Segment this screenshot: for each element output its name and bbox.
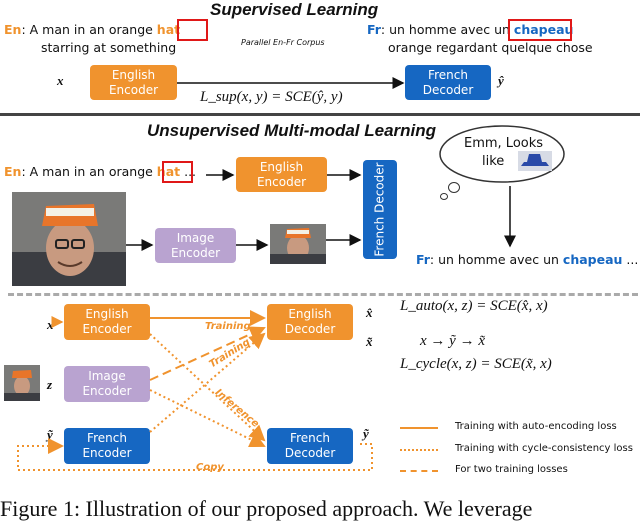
- arrow-img-to-engdec: [149, 326, 266, 381]
- unsup-enc-line2: Encoder: [256, 174, 307, 189]
- hat-picture: [518, 151, 552, 171]
- label-copy: Copy: [196, 462, 224, 473]
- unsup-dec-label: French Decoder: [372, 162, 387, 257]
- unsup-enc-line1: English: [259, 159, 304, 174]
- fr-chapeau-word: chapeau: [513, 22, 574, 37]
- supervised-en-sentence: En: A man in an orange hat: [4, 22, 180, 37]
- b-fr-dec-line2: Decoder: [284, 446, 336, 460]
- label-training-2: Training: [207, 336, 253, 371]
- fr-sentence-text: : un homme avec un: [380, 22, 514, 37]
- section-divider-1: [0, 113, 640, 116]
- en-hat-word: hat: [156, 22, 181, 37]
- en-label: En: [4, 22, 22, 37]
- loss-cycle: L_cycle(x, z) = SCE(x̃, x): [400, 356, 552, 372]
- en-sentence-text: : A man in an orange: [21, 22, 157, 37]
- section-divider-2: [8, 293, 638, 296]
- cycle-chain: x → ỹ → x̃: [420, 333, 485, 349]
- figure-caption: Figure 1: Illustration of our proposed a…: [0, 496, 533, 521]
- label-training-1: Training: [205, 321, 251, 332]
- legend-auto-encoding: Training with auto-encoding loss: [455, 421, 617, 432]
- loss-auto: L_auto(x, z) = SCE(x̂, x): [400, 298, 548, 314]
- supervised-title: Supervised Learning: [210, 0, 379, 19]
- b-eng-enc-line2: Encoder: [82, 322, 132, 336]
- unsup-en-text: : A man in an orange: [21, 164, 157, 179]
- b-eng-dec-line2: Decoder: [284, 322, 336, 336]
- hat-highlight-box: [177, 19, 208, 41]
- legend-dashed-line: [400, 470, 438, 472]
- supervised-fr-sentence: Fr: un homme avec un chapeau: [367, 22, 573, 37]
- legend-both: For two training losses: [455, 464, 568, 475]
- thought-line1: Emm, Looks: [464, 136, 544, 151]
- unsup-fr-sentence: Fr: un homme avec un chapeau ...: [416, 252, 638, 267]
- unsup-fr-ellipsis: ...: [622, 252, 639, 267]
- bottom-man-photo: [4, 365, 40, 401]
- legend-cycle: Training with cycle-consistency loss: [455, 443, 633, 454]
- unsup-fr-label: Fr: [416, 252, 430, 267]
- unsupervised-title: Unsupervised Multi-modal Learning: [147, 121, 437, 140]
- unsup-hat-highlight-box: [162, 161, 193, 183]
- man-photo: [12, 192, 126, 286]
- fr-label: Fr: [367, 22, 381, 37]
- b-eng-dec-line1: English: [288, 307, 332, 321]
- b-fr-enc-line2: Encoder: [82, 446, 132, 460]
- unsup-french-decoder: French Decoder: [363, 160, 397, 259]
- bottom-y-var: ỹ: [47, 427, 53, 442]
- b-img-enc-line1: Image: [88, 369, 126, 383]
- thought-bubble-dot-1: [448, 182, 460, 193]
- unsup-img-enc-line2: Encoder: [170, 245, 221, 260]
- thought-text: Emm, Looks like: [464, 135, 543, 171]
- encoder-line1: English: [111, 67, 156, 82]
- supervised-fr-line2: orange regardant quelque chose: [388, 40, 593, 55]
- thought-bubble-dot-2: [440, 193, 448, 200]
- decoder-line2: Decoder: [422, 82, 474, 97]
- unsup-img-enc-line1: Image: [176, 230, 215, 245]
- supervised-en-line2: starring at something: [41, 40, 177, 55]
- b-eng-enc-line1: English: [85, 307, 129, 321]
- bottom-ytilde-out: ỹ: [363, 426, 369, 441]
- b-fr-enc-line1: French: [87, 431, 127, 445]
- bottom-x-var: x: [47, 317, 54, 332]
- unsup-fr-text: : un homme avec un: [429, 252, 563, 267]
- legend-solid-line: [400, 427, 438, 429]
- bottom-xtilde-var: x̃: [366, 334, 373, 349]
- bottom-z-var: z: [47, 377, 53, 392]
- sup-x-var: x: [57, 73, 64, 88]
- encoder-line2: Encoder: [108, 82, 159, 97]
- decoder-line1: French: [428, 67, 468, 82]
- supervised-loss: L_sup(x, y) = SCE(ŷ, y): [200, 89, 343, 105]
- bottom-xhat-var: x̂: [366, 305, 373, 320]
- label-inference: Inference: [212, 387, 261, 430]
- sup-yhat-var: ŷ: [498, 73, 504, 88]
- b-img-enc-line2: Encoder: [82, 384, 132, 398]
- chapeau-highlight-box: [508, 19, 572, 41]
- unsup-en-label: En: [4, 164, 22, 179]
- unsup-chapeau-word: chapeau: [562, 252, 623, 267]
- legend-dotted-line: [400, 449, 438, 451]
- unsup-en-ellipsis: ...: [184, 164, 197, 179]
- corpus-label: Parallel En-Fr Corpus: [241, 38, 325, 47]
- man-photo-small: [270, 224, 326, 264]
- b-fr-dec-line1: French: [290, 431, 330, 445]
- thought-line2: like: [482, 154, 505, 169]
